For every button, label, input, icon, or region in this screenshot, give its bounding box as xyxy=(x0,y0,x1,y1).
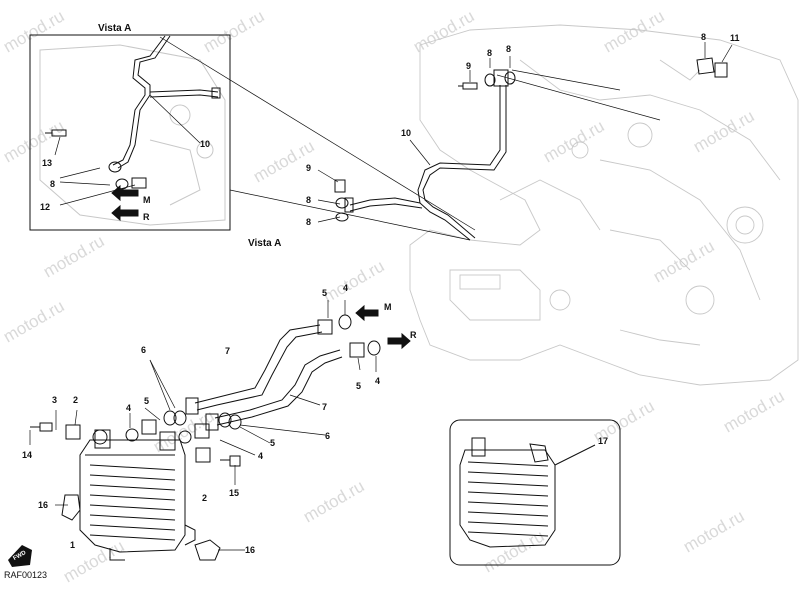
callout-6: 6 xyxy=(325,431,331,441)
callout-5: 5 xyxy=(356,381,362,391)
view-label: Vista A xyxy=(248,238,282,249)
callout-8: 8 xyxy=(701,32,707,42)
direction-label-m: M xyxy=(384,302,392,312)
lower-hoses xyxy=(185,314,381,431)
callout-5: 5 xyxy=(270,438,276,448)
arrow-r xyxy=(387,332,411,350)
callout-4: 4 xyxy=(126,403,132,413)
oil-cooler xyxy=(61,429,221,561)
leader-lines-lower xyxy=(29,300,377,551)
callout-17: 17 xyxy=(598,436,609,446)
direction-label-m: M xyxy=(143,195,151,205)
inset-engine xyxy=(39,44,226,226)
callout-7: 7 xyxy=(225,346,231,356)
callout-7: 7 xyxy=(322,402,328,412)
inset-frame xyxy=(29,34,231,231)
callout-8: 8 xyxy=(487,48,493,58)
callout-6: 6 xyxy=(141,345,147,355)
callout-14: 14 xyxy=(22,450,33,460)
inset-title: Vista A xyxy=(98,23,132,34)
inset-cooler-frame xyxy=(449,419,621,566)
callout-15: 15 xyxy=(229,488,240,498)
inset-arrow-r xyxy=(111,204,139,222)
callout-10: 10 xyxy=(401,128,412,138)
callout-5: 5 xyxy=(144,396,150,406)
callout-9: 9 xyxy=(466,61,472,71)
callout-1: 1 xyxy=(70,540,76,550)
inset-hose xyxy=(45,35,221,190)
callout-2: 2 xyxy=(73,395,79,405)
direction-label-r: R xyxy=(410,330,417,340)
inset-cooler xyxy=(459,437,596,548)
callout-2: 2 xyxy=(202,493,208,503)
callout-3: 3 xyxy=(52,395,58,405)
top-bolts xyxy=(334,57,728,222)
fwd-badge xyxy=(8,545,32,567)
callout-9: 9 xyxy=(306,163,312,173)
direction-label-r: R xyxy=(143,212,150,222)
callout-8: 8 xyxy=(306,195,312,205)
callout-13: 13 xyxy=(42,158,53,168)
callout-5: 5 xyxy=(322,288,328,298)
callout-4: 4 xyxy=(258,451,264,461)
callout-12: 12 xyxy=(40,202,51,212)
callout-10: 10 xyxy=(200,139,211,149)
callout-8: 8 xyxy=(50,179,56,189)
callout-16: 16 xyxy=(245,545,256,555)
callout-11: 11 xyxy=(730,33,740,43)
lower-fittings xyxy=(30,410,242,467)
upper-hose xyxy=(344,69,509,241)
callout-8: 8 xyxy=(306,217,312,227)
callout-16: 16 xyxy=(38,500,49,510)
callout-8: 8 xyxy=(506,44,512,54)
leader-lines xyxy=(54,36,733,241)
callout-4: 4 xyxy=(375,376,381,386)
engine-outline xyxy=(409,24,799,386)
callout-4: 4 xyxy=(343,283,349,293)
drawing-code: RAF00123 xyxy=(4,570,48,580)
arrow-m xyxy=(355,304,379,322)
